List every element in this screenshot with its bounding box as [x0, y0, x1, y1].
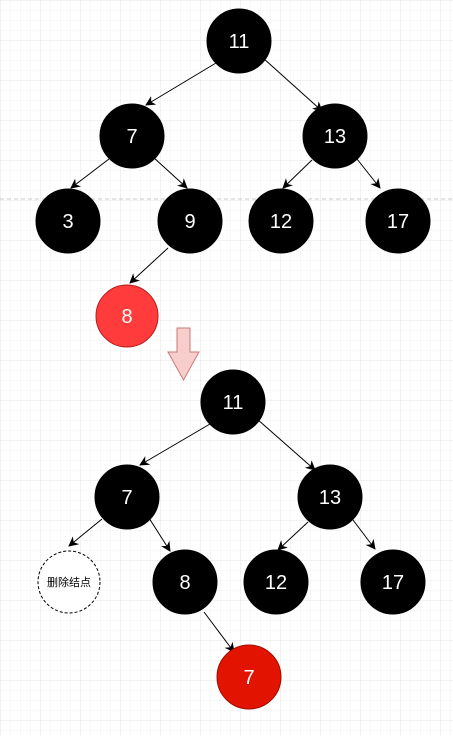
edge-13-17 — [356, 158, 381, 189]
edge-11-13 — [262, 57, 323, 112]
top-tree-node-11: 11 — [206, 8, 272, 74]
edge-7-deleted — [68, 518, 103, 547]
node-label: 12 — [265, 572, 287, 594]
bottom-tree-edges — [68, 418, 376, 653]
deleted-node-label: 删除结点 — [47, 575, 91, 589]
edge-7-9 — [152, 156, 188, 189]
edge-13-12 — [282, 159, 313, 189]
edge-11-7 — [145, 62, 217, 106]
edge-13-17 — [352, 519, 376, 550]
edge-7-8 — [148, 517, 171, 552]
bottom-tree-node-7-red: 7 — [216, 644, 282, 710]
node-label: 7 — [126, 126, 137, 148]
edge-7-3 — [70, 158, 110, 189]
bottom-tree-node-12: 12 — [243, 549, 309, 615]
bottom-tree-node-11: 11 — [200, 369, 266, 435]
down-arrow-icon — [167, 327, 200, 382]
node-label: 9 — [184, 211, 195, 233]
node-label: 13 — [324, 126, 346, 148]
node-label: 17 — [382, 572, 404, 594]
node-label: 8 — [179, 572, 190, 594]
node-label: 7 — [243, 667, 254, 689]
top-tree-node-13: 13 — [302, 103, 368, 169]
edge-13-12 — [277, 521, 309, 551]
edge-8-7 — [203, 611, 235, 653]
bottom-tree-deleted-node: 删除结点 — [37, 550, 101, 614]
edge-11-7 — [139, 423, 211, 466]
bottom-tree-node-13: 13 — [297, 464, 363, 530]
node-label: 17 — [387, 211, 409, 233]
top-tree-node-7: 7 — [99, 103, 165, 169]
top-tree-node-9: 9 — [157, 188, 223, 254]
node-label: 11 — [229, 31, 250, 53]
top-tree-node-8-red: 8 — [95, 284, 159, 348]
node-label: 8 — [121, 306, 132, 328]
edge-11-13 — [256, 418, 316, 471]
node-label: 3 — [62, 211, 73, 233]
node-label: 12 — [270, 211, 292, 233]
top-tree-edges — [70, 57, 381, 284]
bottom-tree-node-7: 7 — [94, 464, 160, 530]
top-tree-node-12: 12 — [248, 188, 314, 254]
node-label: 13 — [319, 487, 341, 509]
bottom-tree-node-8: 8 — [152, 549, 218, 615]
edge-9-8 — [129, 247, 169, 284]
top-tree-node-17: 17 — [365, 188, 431, 254]
node-label: 11 — [223, 392, 244, 414]
node-label: 7 — [121, 487, 132, 509]
top-tree-node-3: 3 — [35, 188, 101, 254]
bottom-tree-node-17: 17 — [360, 549, 426, 615]
